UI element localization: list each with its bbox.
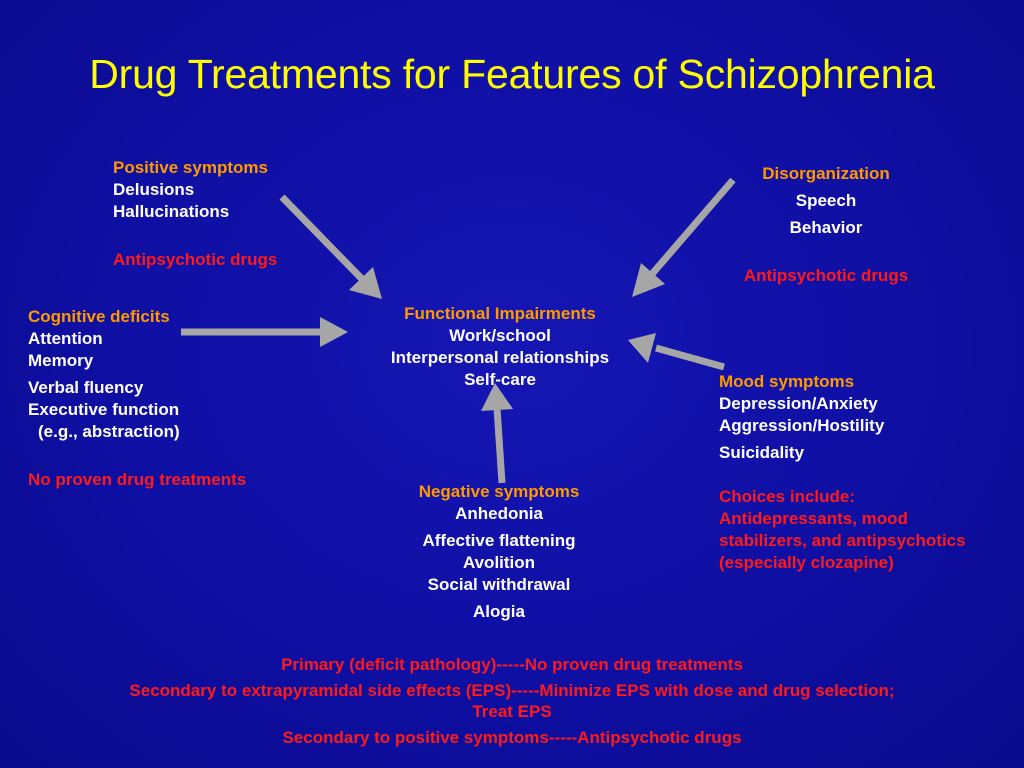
cognitive-item: Attention [28,329,103,348]
bottom-notes: Primary (deficit pathology)-----No prove… [40,654,984,748]
functional-impairments-block: Functional Impairments Work/school Inter… [350,303,650,391]
functional-item: Work/school [449,326,551,345]
cognitive-treatment: No proven drug treatments [28,470,247,489]
functional-impairments-heading: Functional Impairments [404,304,596,323]
functional-item: Self-care [464,370,536,389]
primary-note: Primary (deficit pathology)-----No prove… [281,655,743,674]
mood-treatment-line: (especially clozapine) [719,553,894,572]
positive-item: Hallucinations [113,202,230,221]
disorganization-item: Behavior [789,218,863,237]
negative-symptoms-block: Negative symptoms Anhedonia Affective fl… [369,481,629,623]
cognitive-item: (e.g., abstraction) [38,422,180,441]
positive-treatment: Antipsychotic drugs [113,250,278,269]
negative-item: Anhedonia [455,504,543,523]
cognitive-item: Memory [28,351,94,370]
cognitive-deficits-block: Cognitive deficits Attention Memory Verb… [28,306,246,491]
mood-treatment-line: Choices include: [719,487,856,506]
positive-symptoms-block: Positive symptoms Delusions Hallucinatio… [113,157,277,271]
functional-item: Interpersonal relationships [390,348,610,367]
negative-item: Avolition [462,553,536,572]
disorganization-item: Speech [795,191,857,210]
disorganization-treatment: Antipsychotic drugs [743,266,909,285]
mood-symptoms-block: Mood symptoms Depression/Anxiety Aggress… [719,371,966,574]
disorganization-heading: Disorganization [762,164,890,183]
arrow-positive-to-functional [279,194,382,299]
negative-item: Alogia [473,602,525,621]
secondary-eps-note: Secondary to extrapyramidal side effects… [129,681,895,700]
mood-treatment-line: Antidepressants, mood [719,509,908,528]
negative-symptoms-heading: Negative symptoms [418,482,580,501]
cognitive-item: Verbal fluency [28,378,144,397]
positive-symptoms-heading: Positive symptoms [113,158,268,177]
cognitive-item: Executive function [28,400,180,419]
negative-item: Social withdrawal [427,575,571,594]
disorganization-block: Disorganization Speech Behavior Antipsyc… [706,163,946,287]
mood-treatment-line: stabilizers, and antipsychotics [719,531,966,550]
slide-title: Drug Treatments for Features of Schizoph… [89,51,935,97]
mood-item: Depression/Anxiety [719,394,878,413]
mood-item: Suicidality [719,443,805,462]
secondary-positive-note: Secondary to positive symptoms-----Antip… [282,728,742,747]
arrow-negative-to-functional [481,383,513,484]
negative-item: Affective flattening [422,531,576,550]
secondary-eps-note-continued: Treat EPS [472,702,552,721]
mood-item: Aggression/Hostility [719,416,885,435]
cognitive-deficits-heading: Cognitive deficits [28,307,170,326]
mood-symptoms-heading: Mood symptoms [719,372,855,391]
positive-item: Delusions [113,180,195,199]
